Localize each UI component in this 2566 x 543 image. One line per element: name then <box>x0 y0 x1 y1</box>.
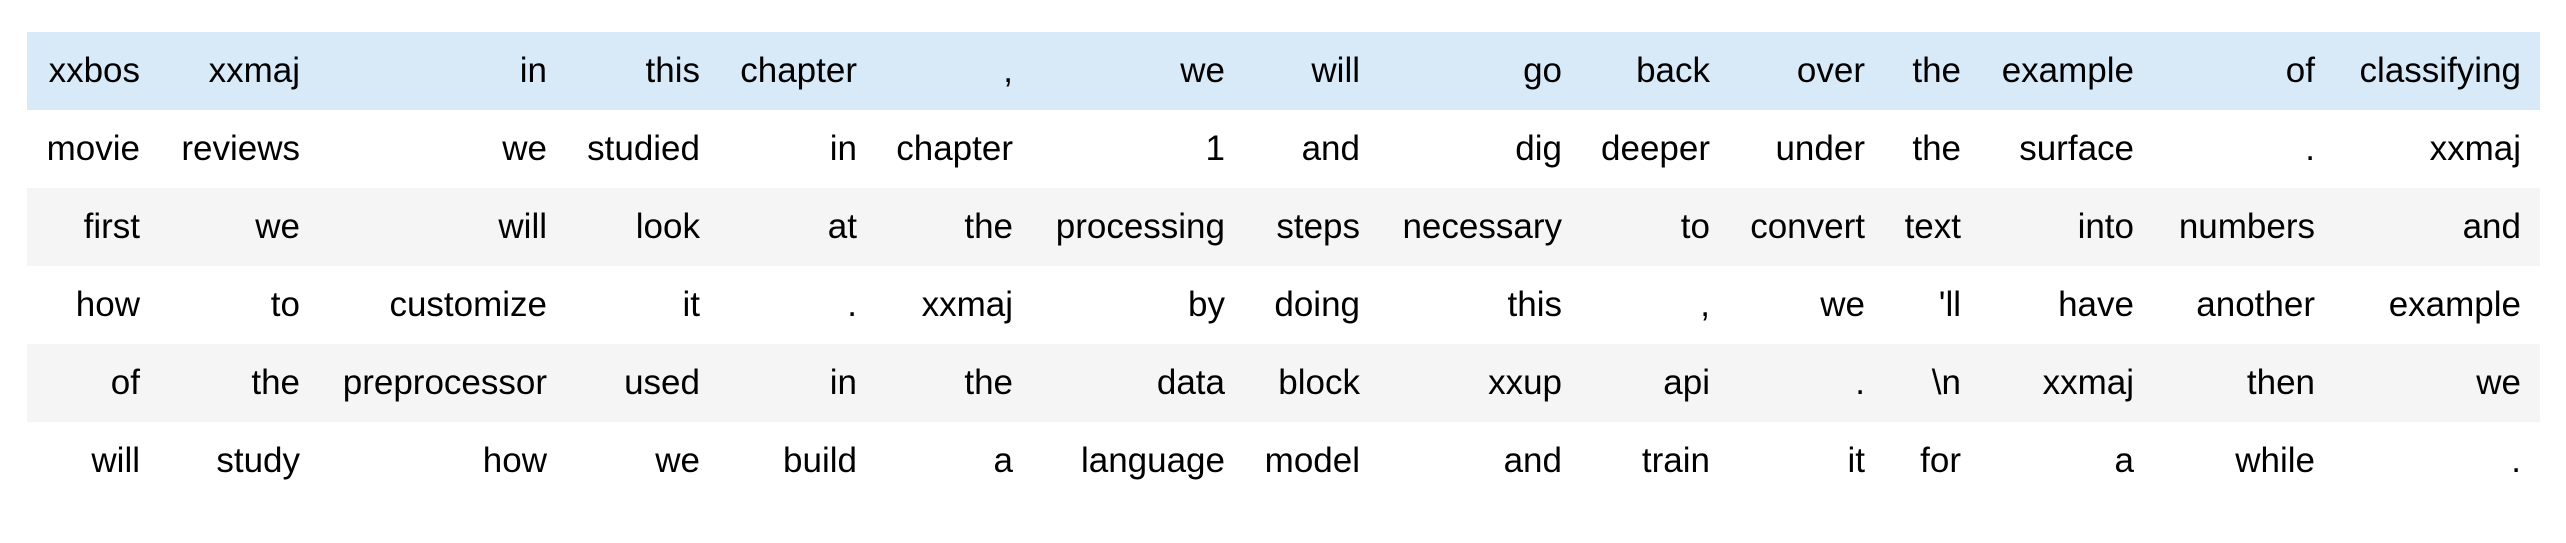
token-cell: into <box>2077 207 2134 246</box>
token-cell: deeper <box>1601 129 1710 168</box>
token-cell: \n <box>1931 363 1961 402</box>
token-cell: a <box>993 441 1013 480</box>
token-cell: by <box>1188 285 1225 324</box>
token-cell: it <box>1847 441 1866 480</box>
token-cell: the <box>964 207 1013 246</box>
token-cell: have <box>2058 285 2134 324</box>
token-cell: in <box>829 129 857 168</box>
token-cell: xxmaj <box>2429 129 2521 168</box>
token-cell: xxmaj <box>208 51 300 90</box>
token-table-body: xxbos xxmaj in this chapter, we will go back over… <box>27 32 2540 500</box>
token-cell: a <box>2114 441 2134 480</box>
token-cell: dig <box>1515 129 1562 168</box>
token-cell: surface <box>2019 129 2134 168</box>
token-cell: convert <box>1750 207 1865 246</box>
token-cell: we <box>2476 363 2521 402</box>
token-cell: back <box>1636 51 1710 90</box>
token-cell: the <box>1912 129 1961 168</box>
token-cell: example <box>2001 51 2134 90</box>
token-cell: the <box>964 363 1013 402</box>
token-cell: chapter <box>740 51 857 90</box>
token-cell: movie <box>46 129 140 168</box>
token-cell: in <box>519 51 547 90</box>
token-cell: it <box>682 285 701 324</box>
token-cell: 'll <box>1938 285 1961 324</box>
token-cell: of <box>110 363 140 402</box>
token-cell: text <box>1904 207 1961 246</box>
token-cell: then <box>2246 363 2315 402</box>
token-cell: first <box>83 207 140 246</box>
token-cell: of <box>2285 51 2315 90</box>
token-cell: go <box>1523 51 1562 90</box>
token-cell: . <box>1855 363 1865 402</box>
token-cell: xxbos <box>48 51 140 90</box>
token-cell: , <box>1003 51 1013 90</box>
token-cell: this <box>645 51 700 90</box>
token-cell: block <box>1278 363 1360 402</box>
token-cell: and <box>1503 441 1562 480</box>
token-cell: will <box>91 441 140 480</box>
token-cell: will <box>1311 51 1360 90</box>
token-cell: we <box>502 129 547 168</box>
token-cell: study <box>216 441 300 480</box>
token-cell: to <box>270 285 300 324</box>
token-cell: chapter <box>896 129 1013 168</box>
token-cell: xxmaj <box>921 285 1013 324</box>
token-cell: used <box>624 363 700 402</box>
token-cell: for <box>1920 441 1961 480</box>
token-cell: how <box>482 441 547 480</box>
token-cell: build <box>783 441 857 480</box>
token-cell: train <box>1641 441 1710 480</box>
token-cell: . <box>847 285 857 324</box>
token-row: first we will look at the processing steps neces… <box>27 188 2540 266</box>
token-row: will study how we build a language model and trai… <box>27 422 2540 500</box>
token-cell: look <box>635 207 700 246</box>
token-table: xxbos xxmaj in this chapter, we will go back over… <box>27 32 2540 500</box>
token-cell: steps <box>1276 207 1360 246</box>
token-cell: under <box>1775 129 1865 168</box>
token-cell: at <box>827 207 857 246</box>
token-cell: in <box>829 363 857 402</box>
token-cell: xxup <box>1488 363 1562 402</box>
token-cell: data <box>1156 363 1225 402</box>
token-cell: the <box>251 363 300 402</box>
token-cell: to <box>1680 207 1710 246</box>
token-cell: and <box>1301 129 1360 168</box>
token-cell: we <box>1180 51 1225 90</box>
token-cell: we <box>1820 285 1865 324</box>
token-cell: api <box>1663 363 1710 402</box>
token-row-highlighted: xxbos xxmaj in this chapter, we will go back over… <box>27 32 2540 110</box>
token-cell: while <box>2235 441 2315 480</box>
token-cell: processing <box>1055 207 1225 246</box>
token-cell: 1 <box>1205 129 1225 168</box>
token-row: of the preprocessor used in the data block xxup a… <box>27 344 2540 422</box>
token-cell: language <box>1080 441 1225 480</box>
token-cell: numbers <box>2178 207 2315 246</box>
token-cell: reviews <box>181 129 300 168</box>
token-cell: we <box>655 441 700 480</box>
token-cell: necessary <box>1402 207 1562 246</box>
token-cell: model <box>1264 441 1360 480</box>
token-cell: , <box>1700 285 1710 324</box>
token-cell: doing <box>1274 285 1360 324</box>
token-cell: how <box>75 285 140 324</box>
token-cell: will <box>498 207 547 246</box>
token-cell: the <box>1912 51 1961 90</box>
token-cell: this <box>1507 285 1562 324</box>
token-cell: we <box>255 207 300 246</box>
token-cell: xxmaj <box>2042 363 2134 402</box>
token-cell: another <box>2196 285 2315 324</box>
token-cell: preprocessor <box>342 363 547 402</box>
token-cell: . <box>2305 129 2315 168</box>
token-cell: customize <box>389 285 547 324</box>
token-cell: studied <box>587 129 700 168</box>
token-cell: example <box>2388 285 2521 324</box>
token-cell: and <box>2462 207 2521 246</box>
token-cell: classifying <box>2359 51 2521 90</box>
token-cell: over <box>1796 51 1865 90</box>
token-cell: . <box>2511 441 2521 480</box>
token-row: how to customize it. xxmaj by doing this, we 'll h… <box>27 266 2540 344</box>
